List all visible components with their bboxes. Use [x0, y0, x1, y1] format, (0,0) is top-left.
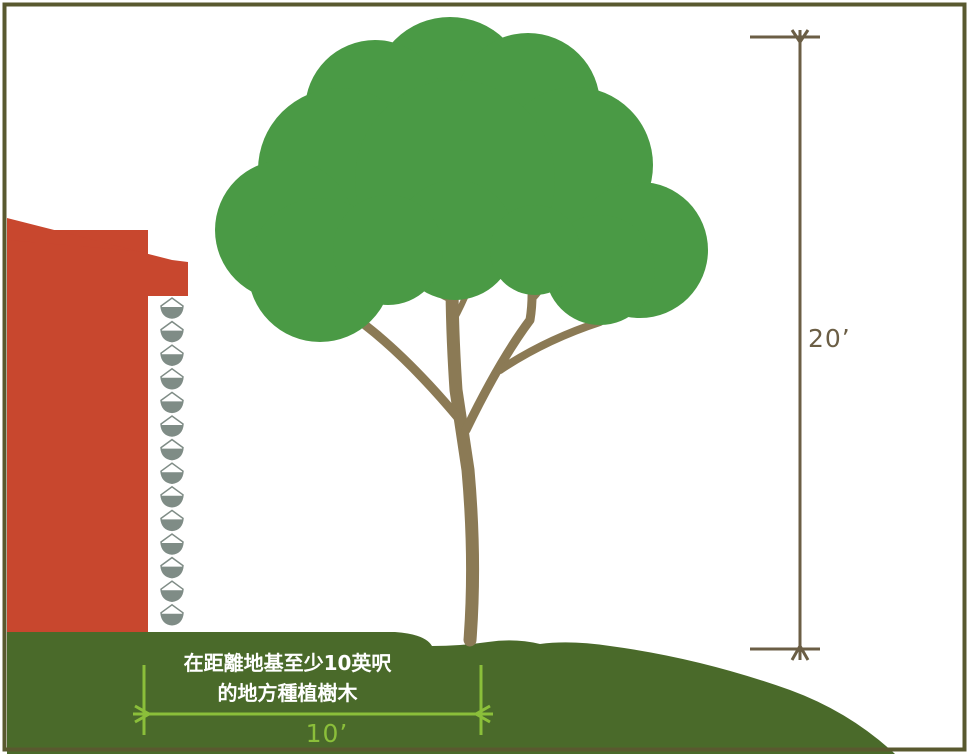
rain-chain-cup-bowl [161, 377, 183, 389]
rain-chain-cup-bowl [161, 472, 183, 484]
house-wall [7, 230, 148, 635]
height-dimension-top-arrow [790, 29, 810, 45]
rain-chain-cup-bowl [161, 330, 183, 342]
rain-chain-cup-bowl [161, 590, 183, 602]
rain-chain-cup-bowl [161, 566, 183, 578]
ground [7, 632, 895, 754]
rain-chain-cup-bowl [161, 519, 183, 531]
height-dimension [750, 29, 820, 661]
height-label: 20’ [808, 324, 851, 353]
distance-dimension-left-arrow [134, 704, 153, 724]
rain-chain [160, 297, 184, 626]
branch-right-low [496, 318, 604, 374]
distance-dimension-right-arrow [472, 704, 491, 724]
house [7, 218, 188, 635]
rain-chain-cup-bowl [161, 307, 183, 318]
planting-distance-caption: 在距離地基至少10英呎 的地方種植樹木 [160, 648, 415, 708]
distance-label: 10’ [305, 719, 349, 748]
branch-left-low [360, 320, 465, 425]
height-dimension-bottom-arrow [790, 642, 810, 661]
trunk [445, 273, 480, 647]
rain-chain-cup-bowl [161, 448, 183, 460]
caption-line-1: 在距離地基至少10英呎 [183, 651, 392, 675]
rain-chain-cup-bowl [161, 613, 183, 625]
rain-chain-cup-bowl [161, 425, 183, 436]
rain-chain-cup-bowl [161, 495, 183, 507]
tree-canopy [215, 17, 708, 342]
rain-chain-cup-bowl [161, 401, 183, 413]
rain-chain-cup-bowl [161, 354, 183, 366]
rain-chain-cup-bowl [161, 543, 183, 554]
distance-dimension [133, 665, 493, 735]
house-roof-edge [7, 218, 188, 296]
caption-line-2: 的地方種植樹木 [217, 681, 358, 705]
